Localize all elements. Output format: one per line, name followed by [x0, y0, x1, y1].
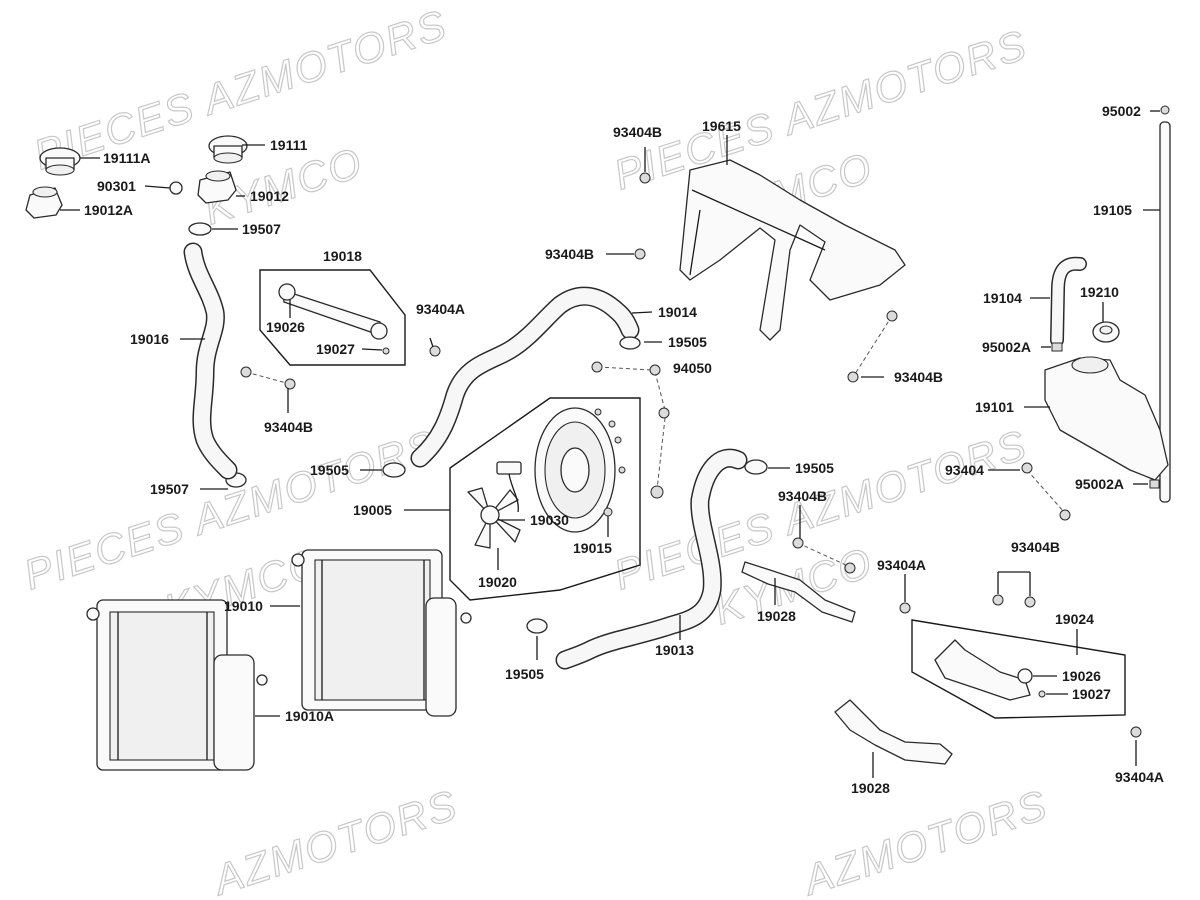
- label-19005: 19005: [353, 502, 392, 518]
- label-94050: 94050: [673, 360, 712, 376]
- rod-94050[interactable]: [591, 361, 670, 499]
- hose-19013[interactable]: [555, 448, 748, 670]
- label-90301: 90301: [97, 178, 136, 194]
- label-19016: 19016: [130, 331, 169, 347]
- label-93404A: 93404A: [1115, 769, 1164, 785]
- label-19024: 19024: [1055, 611, 1094, 627]
- label-95002: 95002: [1102, 103, 1141, 119]
- label-19010: 19010: [224, 598, 263, 614]
- label-95002A: 95002A: [982, 339, 1031, 355]
- group-frame-19005: [449, 397, 641, 601]
- pipe-19105[interactable]: [1159, 121, 1171, 503]
- label-19010A: 19010A: [285, 708, 334, 724]
- label-19111: 19111: [270, 137, 308, 153]
- group-frame-19018: [259, 269, 406, 366]
- washer-90301[interactable]: [169, 181, 183, 195]
- label-95002A: 95002A: [1075, 476, 1124, 492]
- bolt-93404A-mid[interactable]: [899, 602, 911, 614]
- bolt-93404B-left[interactable]: [240, 366, 296, 390]
- hose-19104[interactable]: [1050, 256, 1087, 347]
- label-19013: 19013: [655, 642, 694, 658]
- clamp-19505-right[interactable]: [744, 459, 768, 475]
- label-19104: 19104: [983, 290, 1022, 306]
- label-93404A: 93404A: [877, 557, 926, 573]
- clamp-19505-upper[interactable]: [619, 336, 641, 350]
- label-19505: 19505: [668, 334, 707, 350]
- bolt-93404-reservoir[interactable]: [1021, 462, 1071, 521]
- radiator-19010[interactable]: [291, 549, 472, 717]
- part-labels: 19111A 90301 19012A 19111 19012 19507 19…: [84, 103, 1164, 796]
- label-19505: 19505: [795, 460, 834, 476]
- label-93404B: 93404B: [1011, 539, 1060, 555]
- label-93404B: 93404B: [613, 124, 662, 140]
- bracket-19028-lower[interactable]: [834, 699, 953, 765]
- bracket-19024[interactable]: [934, 639, 1046, 701]
- label-19026: 19026: [266, 319, 305, 335]
- label-93404A: 93404A: [416, 301, 465, 317]
- fan-19020[interactable]: [467, 487, 521, 549]
- bracket-19028-upper[interactable]: [741, 561, 856, 623]
- label-19615: 19615: [702, 118, 741, 134]
- bolt-93404A-right[interactable]: [1130, 726, 1142, 738]
- label-19028: 19028: [757, 608, 796, 624]
- label-19507: 19507: [242, 221, 281, 237]
- label-19028: 19028: [851, 780, 890, 796]
- fan-shroud-19015[interactable]: [534, 407, 626, 533]
- bolt-93404A[interactable]: [429, 337, 441, 357]
- reservoir-19101[interactable]: [1044, 356, 1169, 481]
- clip-95002A-upper[interactable]: [1051, 342, 1063, 352]
- label-19505: 19505: [505, 666, 544, 682]
- hose-19016[interactable]: [183, 242, 238, 480]
- radiator-19010A[interactable]: [86, 599, 268, 771]
- label-19015: 19015: [573, 540, 612, 556]
- label-93404B: 93404B: [894, 369, 943, 385]
- label-19105: 19105: [1093, 202, 1132, 218]
- bracket-19615[interactable]: [679, 159, 906, 341]
- motor-19030[interactable]: [496, 461, 522, 513]
- hose-19014[interactable]: [410, 286, 640, 468]
- label-93404: 93404: [945, 462, 984, 478]
- bolts-93404B-pair[interactable]: [992, 594, 1036, 608]
- label-19505: 19505: [310, 462, 349, 478]
- watermark-text: AZMOTORS: [205, 781, 463, 900]
- label-19018: 19018: [323, 248, 362, 264]
- cap-19111A[interactable]: [39, 147, 81, 176]
- clamp-19505-bottom[interactable]: [526, 618, 548, 634]
- bolt-93404B-19615-right[interactable]: [847, 310, 898, 383]
- cap-19111[interactable]: [208, 135, 248, 164]
- filler-neck-19012A[interactable]: [25, 186, 63, 219]
- clip-95002A-lower[interactable]: [1149, 479, 1160, 489]
- label-19101: 19101: [975, 399, 1014, 415]
- bolt-93404B-19028[interactable]: [792, 537, 856, 574]
- clamp-19505-left[interactable]: [382, 462, 406, 478]
- label-19027: 19027: [316, 341, 355, 357]
- label-93404B: 93404B: [264, 419, 313, 435]
- watermark-text: AZMOTORS: [795, 781, 1053, 900]
- label-19012: 19012: [250, 188, 289, 204]
- cap-19210[interactable]: [1092, 321, 1120, 343]
- label-19027: 19027: [1072, 686, 1111, 702]
- label-19210: 19210: [1080, 284, 1119, 300]
- label-19012A: 19012A: [84, 202, 133, 218]
- label-93404B: 93404B: [545, 246, 594, 262]
- bolt-93404B-19615-mid[interactable]: [634, 248, 646, 260]
- label-19014: 19014: [658, 304, 697, 320]
- label-19020: 19020: [478, 574, 517, 590]
- bracket-19018[interactable]: [278, 283, 390, 355]
- bolt-93404B-19615-top[interactable]: [639, 172, 651, 184]
- clamp-19507-top[interactable]: [188, 222, 212, 236]
- group-frame-19024: [911, 619, 1126, 719]
- filler-neck-19012[interactable]: [197, 170, 237, 204]
- label-19026: 19026: [1062, 668, 1101, 684]
- leader-lines: [60, 110, 1160, 778]
- label-19111A: 19111A: [103, 150, 151, 166]
- clip-95002-top[interactable]: [1160, 105, 1170, 115]
- label-19030: 19030: [530, 512, 569, 528]
- label-19507: 19507: [150, 481, 189, 497]
- label-93404B: 93404B: [778, 488, 827, 504]
